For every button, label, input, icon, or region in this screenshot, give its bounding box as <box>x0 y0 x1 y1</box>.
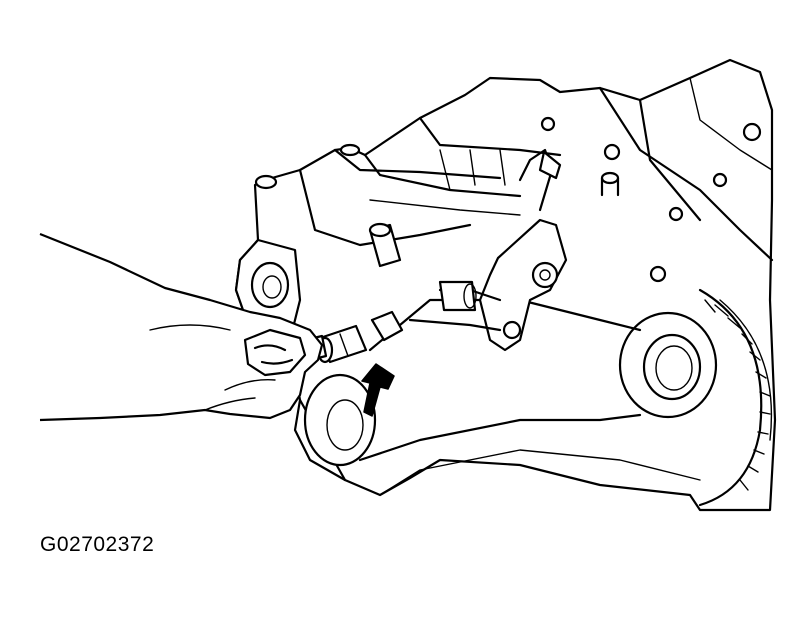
shift-lever-assembly <box>408 148 568 352</box>
arrow-up-icon <box>361 363 395 417</box>
hand <box>39 232 324 422</box>
figure-caption: G02702372 <box>40 533 155 556</box>
